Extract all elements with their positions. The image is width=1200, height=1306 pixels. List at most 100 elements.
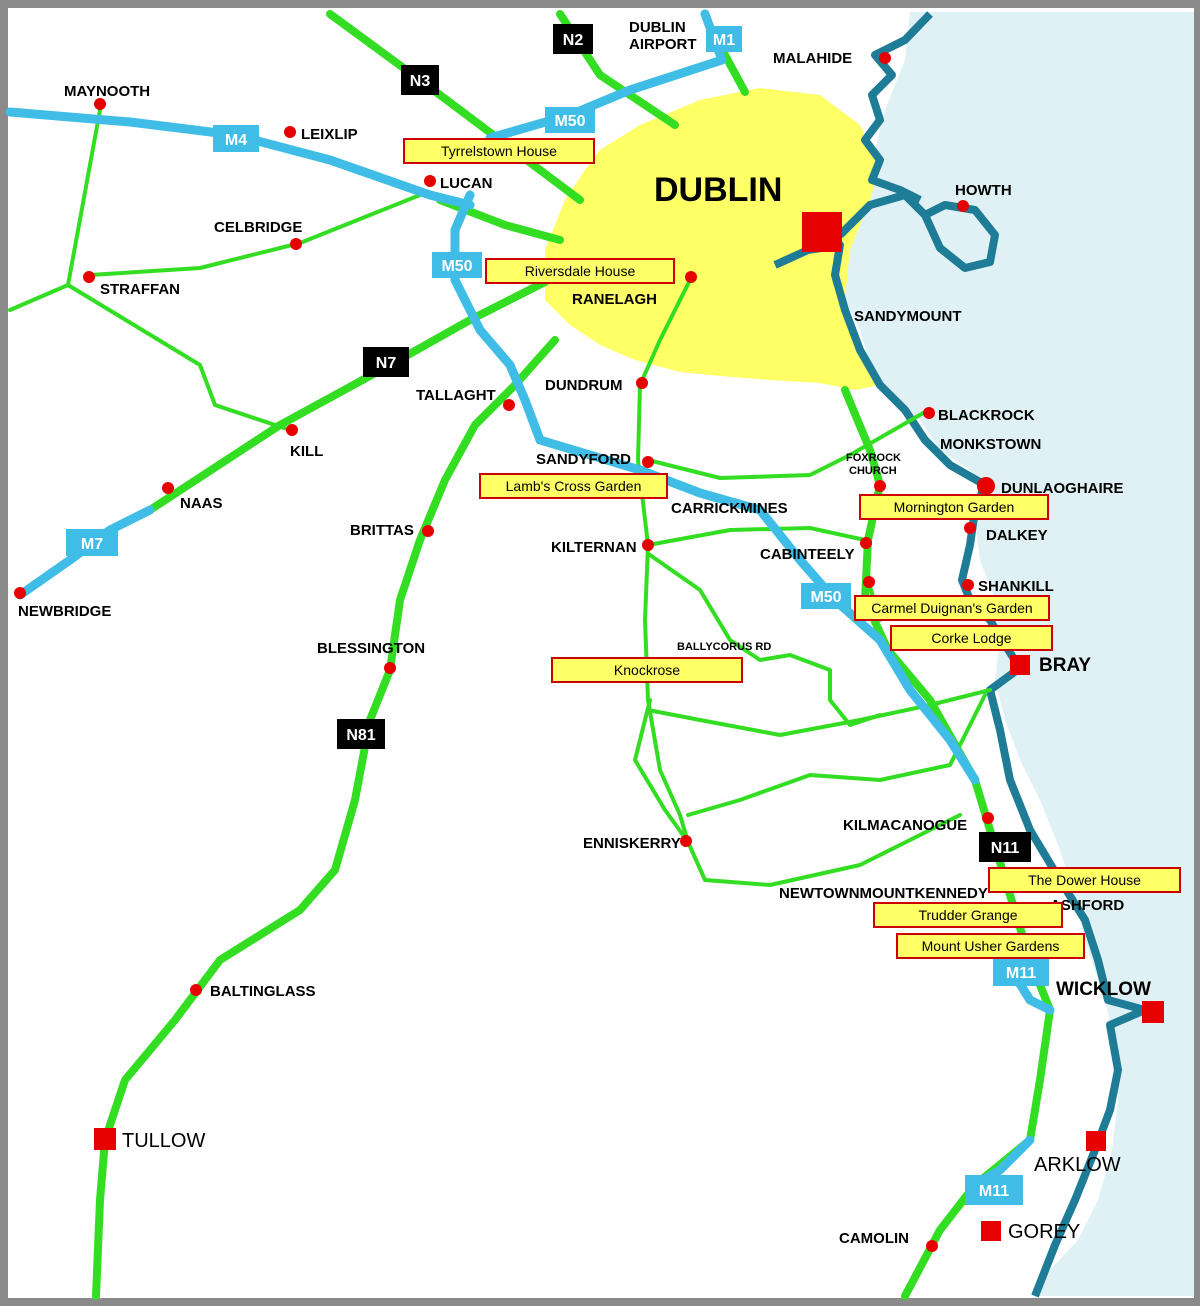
label-kill: KILL xyxy=(290,443,323,460)
shield-m50-south: M50 xyxy=(801,583,851,609)
label-foxrock: FOXROCK xyxy=(846,452,901,464)
label-carrickmines: CARRICKMINES xyxy=(671,500,788,517)
shield-n7: N7 xyxy=(363,347,409,377)
shield-n81: N81 xyxy=(337,719,385,749)
town-dot-lucan xyxy=(424,175,436,187)
label-naas: NAAS xyxy=(180,495,223,512)
garden-tyrrelstown-house[interactable]: Tyrrelstown House xyxy=(403,138,595,164)
road-m50 xyxy=(450,190,980,785)
label-shankill: SHANKILL xyxy=(978,578,1054,595)
label-foxrock-church: CHURCH xyxy=(849,465,897,477)
dublin-city-area xyxy=(545,88,880,390)
town-dot-carmel xyxy=(863,576,875,588)
label-lucan: LUCAN xyxy=(440,175,493,192)
label-straffan: STRAFFAN xyxy=(100,281,180,298)
label-arklow: ARKLOW xyxy=(1034,1154,1121,1176)
label-ashford: ASHFORD xyxy=(1050,897,1124,914)
garden-corke-lodge[interactable]: Corke Lodge xyxy=(890,625,1053,651)
coastline-north xyxy=(861,11,933,204)
label-enniskerry: ENNISKERRY xyxy=(583,835,681,852)
garden-riversdale-house[interactable]: Riversdale House xyxy=(485,258,675,284)
label-blackrock: BLACKROCK xyxy=(938,407,1035,424)
label-leixlip: LEIXLIP xyxy=(301,126,358,143)
road-m1-north xyxy=(721,51,749,96)
label-maynooth: MAYNOOTH xyxy=(64,83,150,100)
label-gorey: GOREY xyxy=(1008,1221,1080,1243)
road-n3 xyxy=(326,10,584,204)
svg-text:M11: M11 xyxy=(979,1183,1009,1200)
shield-n2: N2 xyxy=(553,24,593,54)
town-dot-dalkey xyxy=(964,522,976,534)
label-tullow: TULLOW xyxy=(122,1130,205,1152)
garden-carmel-duignan[interactable]: Carmel Duignan's Garden xyxy=(854,595,1050,621)
town-marker-tullow xyxy=(94,1128,116,1150)
town-dot-maynooth xyxy=(94,98,106,110)
label-brittas: BRITTAS xyxy=(350,522,414,539)
garden-mornington[interactable]: Mornington Garden xyxy=(859,494,1049,520)
shield-m1: M1 xyxy=(706,26,742,52)
label-sandyford: SANDYFORD xyxy=(536,451,631,468)
road-blackrock xyxy=(646,410,927,480)
label-tallaght: TALLAGHT xyxy=(416,387,496,404)
town-dot-malahide xyxy=(879,52,891,64)
town-dot-enniskerry xyxy=(680,835,692,847)
label-kilternan: KILTERNAN xyxy=(551,539,637,556)
road-celbridge xyxy=(88,193,422,277)
shield-m7: M7 xyxy=(66,529,118,556)
shield-n3: N3 xyxy=(401,65,439,95)
town-dot-tallaght xyxy=(503,399,515,411)
label-dunlaoghaire: DUNLAOGHAIRE xyxy=(1001,480,1124,497)
svg-text:N3: N3 xyxy=(410,73,431,90)
town-dot-baltinglass xyxy=(190,984,202,996)
shield-m50-west: M50 xyxy=(432,252,482,278)
label-dublin-city: DUBLIN xyxy=(654,171,782,209)
town-dot-blessington xyxy=(384,662,396,674)
garden-trudder-grange[interactable]: Trudder Grange xyxy=(873,902,1063,928)
road-straffan-kill xyxy=(66,283,292,432)
town-dot-sandyford xyxy=(642,456,654,468)
road-enniskerry-loop xyxy=(633,698,962,887)
svg-text:N81: N81 xyxy=(346,727,375,744)
svg-text:M7: M7 xyxy=(81,536,103,553)
town-dot-ranelagh xyxy=(685,271,697,283)
svg-text:M4: M4 xyxy=(225,132,247,149)
label-howth: HOWTH xyxy=(955,182,1012,199)
label-cabinteely: CABINTEELY xyxy=(760,546,854,563)
town-marker-bray xyxy=(1010,655,1030,675)
road-lower-link xyxy=(646,688,992,737)
garden-lambs-cross[interactable]: Lamb's Cross Garden xyxy=(479,473,668,499)
town-dot-shankill xyxy=(962,579,974,591)
label-dalkey: DALKEY xyxy=(986,527,1048,544)
shield-m50-north: M50 xyxy=(545,107,595,133)
town-dot-foxrock xyxy=(874,480,886,492)
svg-text:M50: M50 xyxy=(554,113,585,130)
garden-the-dower-house[interactable]: The Dower House xyxy=(988,867,1181,893)
svg-text:N11: N11 xyxy=(991,840,1020,857)
garden-knockrose[interactable]: Knockrose xyxy=(551,657,743,683)
shield-m11-south: M11 xyxy=(965,1175,1023,1205)
label-camolin: CAMOLIN xyxy=(839,1230,909,1247)
town-dot-naas xyxy=(162,482,174,494)
label-blessington: BLESSINGTON xyxy=(317,640,425,657)
label-baltinglass: BALTINGLASS xyxy=(210,983,316,1000)
town-dot-newbridge xyxy=(14,587,26,599)
label-ranelagh: RANELAGH xyxy=(572,291,657,308)
label-kilmacanogue: KILMACANOGUE xyxy=(843,817,967,834)
label-dundrum: DUNDRUM xyxy=(545,377,623,394)
town-marker-gorey xyxy=(981,1221,1001,1241)
svg-text:M50: M50 xyxy=(441,258,472,275)
label-bray: BRAY xyxy=(1039,655,1091,676)
label-malahide: MALAHIDE xyxy=(773,50,852,67)
svg-text:M11: M11 xyxy=(1006,965,1036,982)
town-dot-brittas xyxy=(422,525,434,537)
town-marker-arklow xyxy=(1086,1131,1106,1151)
label-ballycorus-rd: BALLYCORUS RD xyxy=(677,641,771,653)
coastline-south xyxy=(773,241,1147,1014)
coastline-arklow xyxy=(1031,1006,1147,1298)
shield-m4: M4 xyxy=(213,125,259,152)
label-dublin-airport: AIRPORT xyxy=(629,36,697,53)
road-n81 xyxy=(92,336,559,1300)
garden-mount-usher[interactable]: Mount Usher Gardens xyxy=(896,933,1085,959)
